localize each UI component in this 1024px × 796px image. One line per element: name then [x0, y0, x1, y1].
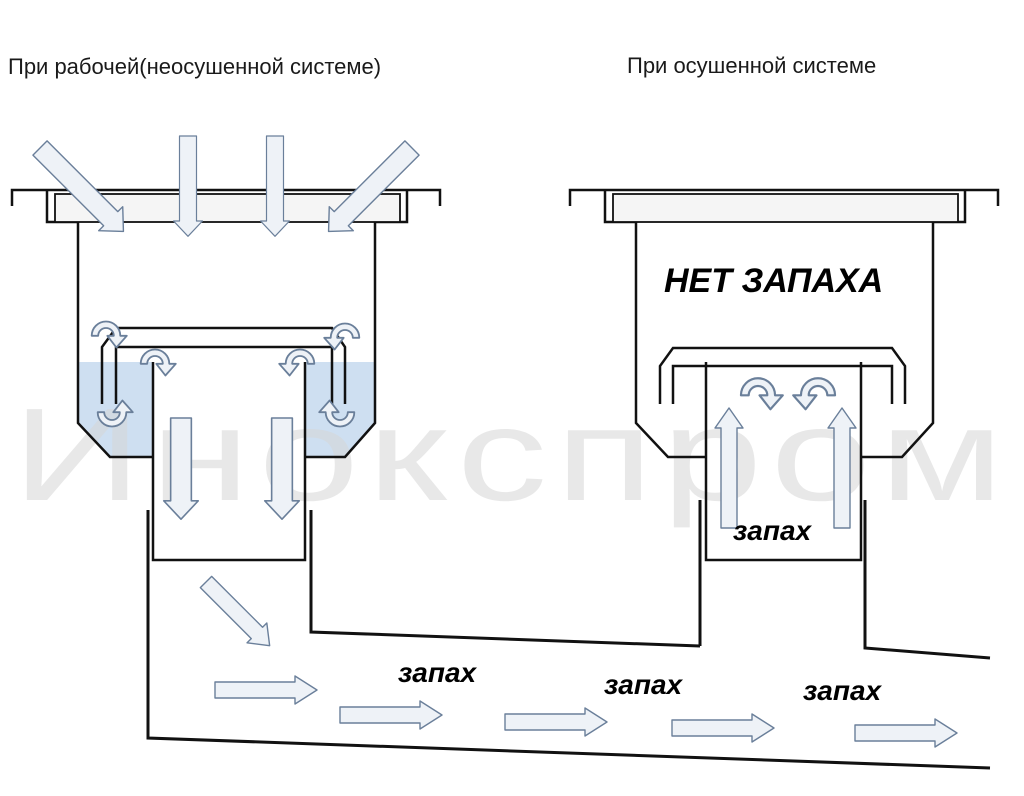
drain-wet [10, 188, 991, 770]
label-smell: запах [604, 669, 684, 700]
water-flow-arrows [32, 135, 420, 521]
smell-flow-arrows [199, 575, 958, 748]
label-smell: запах [803, 675, 883, 706]
grate [612, 193, 959, 223]
caption-dry-system: При осушенной системе [627, 53, 876, 78]
smell-rising-arrows [714, 377, 857, 529]
label-smell: запах [733, 515, 813, 546]
label-no-smell: НЕТ ЗАПАХА [664, 262, 883, 300]
caption-wet-system: При рабочей(неосушенной системе) [8, 54, 381, 79]
label-smell: запах [398, 657, 478, 688]
drain-dry [568, 188, 1000, 660]
